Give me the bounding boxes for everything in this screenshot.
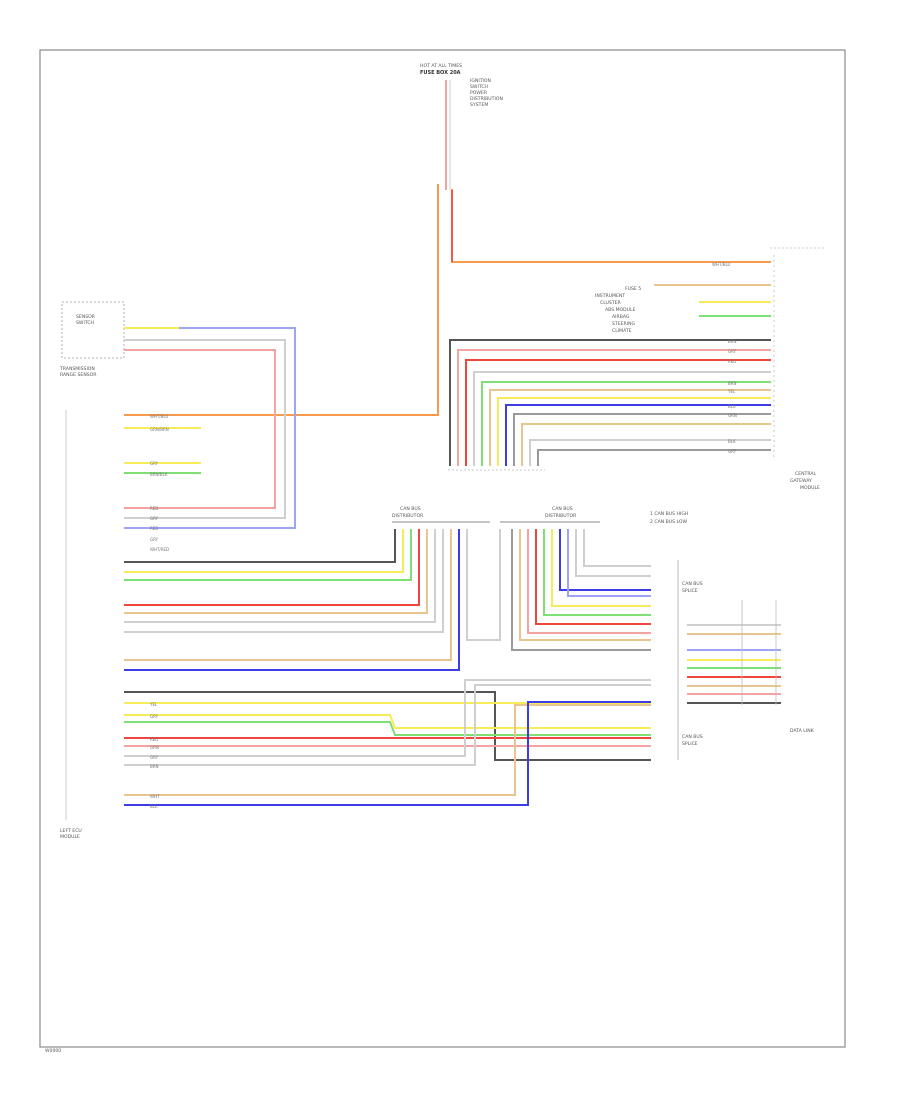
- svg-text:GRY: GRY: [150, 537, 159, 542]
- svg-text:BLK: BLK: [728, 439, 736, 444]
- svg-text:LEFT ECU: LEFT ECU: [60, 828, 82, 834]
- svg-text:SPLICE: SPLICE: [682, 588, 698, 594]
- sensor-wires: [124, 327, 296, 529]
- svg-text:GRN/BRN: GRN/BRN: [150, 427, 169, 432]
- svg-text:BRN/BLK: BRN/BLK: [150, 472, 168, 477]
- sensor-label-2: SWITCH: [76, 320, 94, 326]
- left-junction-wires: [124, 529, 501, 671]
- svg-text:ABS MODULE: ABS MODULE: [605, 307, 636, 313]
- left-upper-wires: [124, 427, 201, 474]
- sensor-caption-1: TRANSMISSION: [59, 366, 95, 372]
- fuse-note: IGNITION SWITCH POWER DISTRIBUTION SYSTE…: [470, 78, 503, 108]
- right-wire-codes: WHT/BLU BRN GRY RED BRN YEL BLU GRN BLK …: [712, 262, 737, 454]
- junction-right: CAN BUS DISTRIBUTOR: [500, 506, 600, 523]
- svg-text:RED: RED: [150, 506, 158, 511]
- svg-text:MODULE: MODULE: [800, 485, 820, 491]
- svg-text:GRY: GRY: [728, 449, 737, 454]
- title-line-2: FUSE BOX 20A: [420, 70, 461, 76]
- orange-trunk-wire: [124, 184, 439, 416]
- svg-text:MODULE: MODULE: [60, 834, 80, 840]
- lower-wire-codes: YEL GRY RED GRN GRY BRN WHT BLK: [149, 702, 160, 809]
- svg-text:SWITCH: SWITCH: [470, 84, 488, 90]
- svg-text:CAN BUS: CAN BUS: [682, 581, 703, 587]
- sensor-box: [61, 301, 125, 359]
- svg-text:RED: RED: [728, 359, 736, 364]
- page-code: W0000: [45, 1048, 61, 1054]
- svg-text:GRY: GRY: [150, 461, 159, 466]
- svg-text:BLK: BLK: [150, 804, 158, 809]
- svg-text:YEL: YEL: [727, 389, 736, 394]
- svg-text:BRN: BRN: [728, 381, 737, 386]
- svg-text:GRY: GRY: [150, 714, 159, 719]
- svg-text:SPLICE: SPLICE: [682, 741, 698, 747]
- legend: 1 CAN BUS HIGH 2 CAN BUS LOW: [650, 511, 688, 525]
- svg-text:GRY: GRY: [150, 516, 159, 521]
- svg-text:RED: RED: [150, 737, 158, 742]
- svg-text:CENTRAL: CENTRAL: [795, 471, 817, 477]
- sensor-label-1: SENSOR: [76, 314, 96, 320]
- svg-text:WHT/BLU: WHT/BLU: [712, 262, 731, 267]
- diagram-frame: [39, 49, 846, 1048]
- svg-text:STEERING: STEERING: [612, 321, 636, 327]
- svg-text:GRN: GRN: [728, 413, 737, 418]
- orange-branch-wire: [451, 189, 771, 263]
- title-line-1: HOT AT ALL TIMES: [420, 63, 462, 69]
- svg-text:AIRBAG: AIRBAG: [612, 314, 630, 320]
- svg-text:DISTRIBUTOR: DISTRIBUTOR: [545, 513, 577, 519]
- svg-text:DISTRIBUTION: DISTRIBUTION: [470, 96, 503, 102]
- svg-text:CAN BUS: CAN BUS: [682, 734, 703, 740]
- gateway-bundle: [449, 339, 771, 466]
- junction-left: CAN BUS DISTRIBUTOR: [392, 506, 490, 523]
- data-link-label: DATA LINK: [790, 728, 815, 734]
- svg-text:INSTRUMENT: INSTRUMENT: [595, 293, 625, 299]
- svg-text:RED: RED: [150, 526, 158, 531]
- svg-text:GATEWAY: GATEWAY: [790, 478, 812, 484]
- svg-text:CLUSTER: CLUSTER: [600, 300, 622, 306]
- left-wire-codes: WHT/BLU GRN/BRN GRY BRN/BLK RED GRY RED …: [150, 414, 169, 552]
- svg-text:GRN: GRN: [150, 745, 159, 750]
- lower-bundle-wires: [124, 679, 651, 806]
- gateway-module-label: CENTRAL GATEWAY MODULE: [790, 471, 820, 491]
- splice-bottom-label: CAN BUS SPLICE: [682, 734, 703, 747]
- svg-text:CAN BUS: CAN BUS: [552, 506, 573, 512]
- svg-text:1 CAN BUS HIGH: 1 CAN BUS HIGH: [650, 511, 688, 517]
- svg-text:BRN: BRN: [150, 764, 159, 769]
- splice-top-label: CAN BUS SPLICE: [682, 581, 703, 594]
- svg-text:GRY: GRY: [150, 755, 159, 760]
- svg-text:2 CAN BUS LOW: 2 CAN BUS LOW: [650, 519, 688, 525]
- svg-text:CLIMATE: CLIMATE: [612, 328, 632, 334]
- svg-text:WHT/RED: WHT/RED: [150, 547, 169, 552]
- right-junction-wires: [511, 529, 651, 651]
- sensor-caption-2: RANGE SENSOR: [60, 372, 97, 378]
- left-module-label: LEFT ECU MODULE: [60, 828, 82, 840]
- svg-text:WHT/BLU: WHT/BLU: [150, 414, 169, 419]
- svg-text:SYSTEM: SYSTEM: [470, 102, 488, 108]
- svg-text:YEL: YEL: [149, 702, 158, 707]
- svg-text:DISTRIBUTOR: DISTRIBUTOR: [392, 513, 424, 519]
- svg-text:GRY: GRY: [728, 349, 737, 354]
- svg-text:IGNITION: IGNITION: [470, 78, 491, 84]
- ignition-notes: FUSE 5 INSTRUMENT CLUSTER ABS MODULE AIR…: [595, 286, 641, 334]
- svg-text:BLU: BLU: [728, 404, 736, 409]
- svg-text:CAN BUS: CAN BUS: [400, 506, 421, 512]
- svg-text:FUSE 5: FUSE 5: [625, 286, 641, 292]
- svg-text:POWER: POWER: [470, 90, 488, 96]
- data-link-wires: [687, 624, 781, 704]
- svg-text:WHT: WHT: [150, 794, 160, 799]
- svg-text:BRN: BRN: [728, 339, 737, 344]
